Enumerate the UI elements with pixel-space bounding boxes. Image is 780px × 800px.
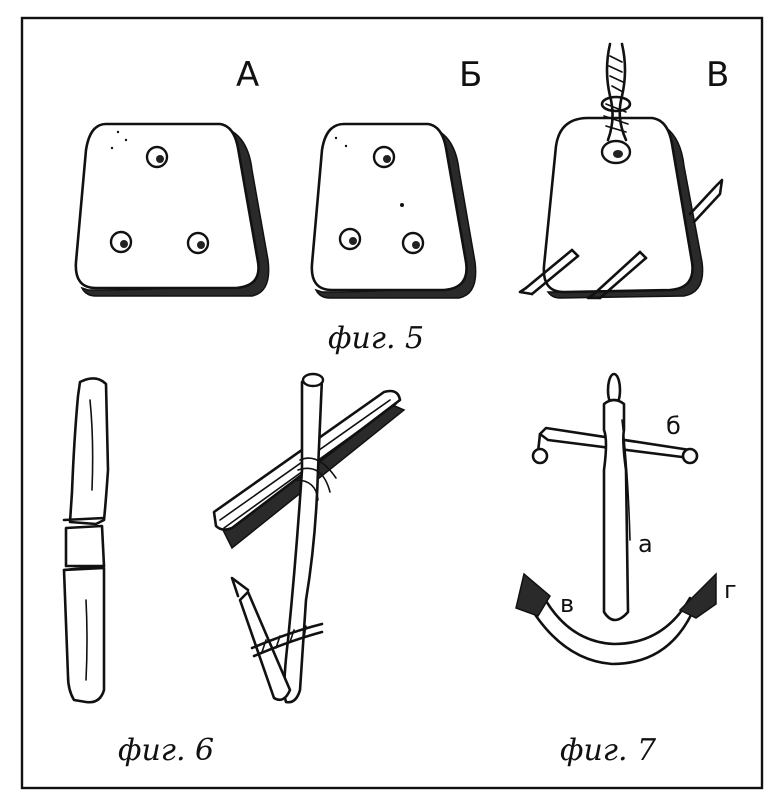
figure7-caption: фиг. 7 [560, 733, 657, 768]
figure6-wooden-anchor [212, 372, 406, 704]
figure5-panel-v-label: В [706, 55, 729, 95]
figure7-part-a-label: а [638, 530, 653, 558]
figure5-stone-a [74, 122, 270, 297]
figure5-stone-v [518, 42, 724, 300]
figure5-panel-a-label: А [236, 55, 259, 95]
figure5-panel-b-label: Б [459, 55, 482, 95]
figure7-part-g-label: г [724, 576, 737, 604]
figure7-part-b-label: б [666, 412, 681, 440]
figure5-caption: фиг. 5 [328, 321, 424, 356]
frame-border [20, 16, 764, 790]
figure7-metal-anchor [515, 372, 717, 666]
figure7-part-v-label: в [560, 590, 574, 618]
figure6-caption: фиг. 6 [118, 733, 214, 768]
figure6-stick [62, 377, 110, 704]
figure5-stone-b [310, 122, 477, 299]
